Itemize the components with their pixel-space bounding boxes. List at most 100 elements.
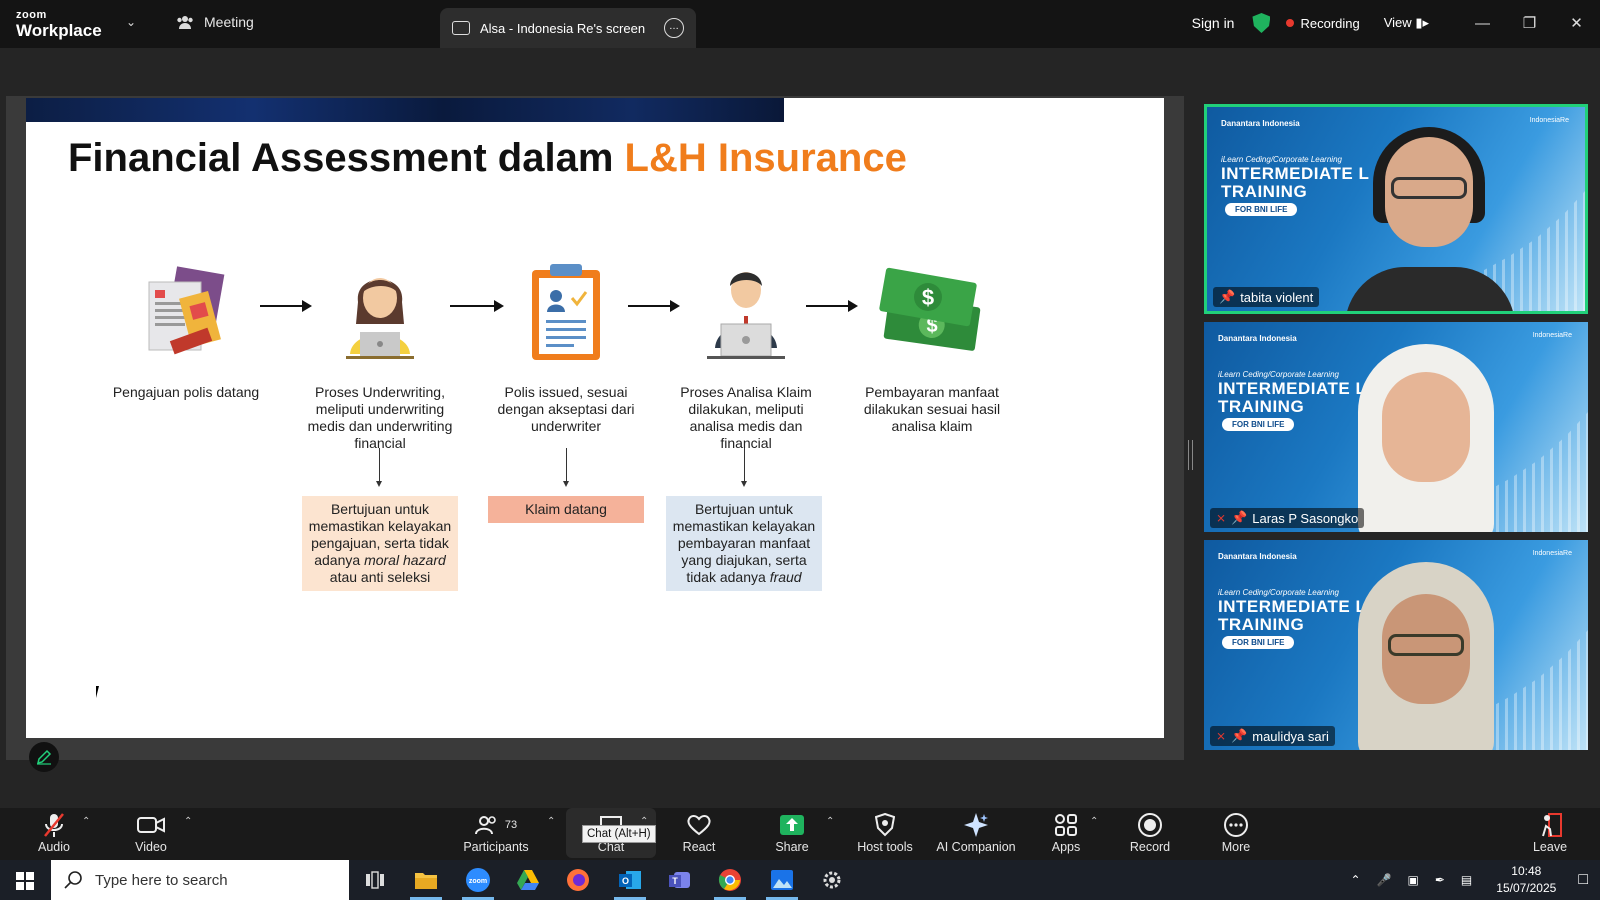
step-caption: Proses Underwriting, meliputi underwriti…: [307, 384, 453, 451]
teams-icon[interactable]: T: [660, 866, 700, 894]
firefox-icon[interactable]: [558, 866, 598, 894]
participant-name-label: 📌 tabita violent: [1213, 287, 1320, 307]
pen-tray-icon[interactable]: ✒: [1434, 873, 1445, 887]
record-button[interactable]: Record: [1110, 808, 1190, 854]
photos-app-icon[interactable]: [762, 866, 802, 900]
share-label: Share: [775, 840, 809, 854]
screen-share-tab[interactable]: Alsa - Indonesia Re's screen …: [440, 8, 696, 48]
host-tools-button[interactable]: Host tools: [845, 808, 925, 854]
meeting-tab[interactable]: Meeting: [176, 14, 254, 30]
clipboard-icon: [486, 262, 646, 362]
more-button[interactable]: More: [1196, 808, 1276, 854]
restore-icon[interactable]: ❐: [1522, 15, 1537, 32]
annotate-button[interactable]: [29, 742, 59, 772]
participant-face: [1382, 372, 1470, 482]
view-menu[interactable]: View ▮▸: [1384, 15, 1429, 31]
more-options-icon[interactable]: …: [664, 18, 684, 38]
participant-face: [1385, 137, 1473, 247]
participants-button[interactable]: 73 Participants: [456, 808, 536, 854]
brand-workplace: Workplace: [16, 21, 102, 40]
chrome-icon[interactable]: [710, 866, 750, 900]
video-button[interactable]: Video: [111, 808, 191, 854]
people-icon: [177, 16, 193, 29]
file-explorer-icon[interactable]: [406, 866, 446, 900]
record-icon: [1110, 810, 1190, 840]
banner-line2: TRAINING: [1221, 182, 1308, 201]
tray-expand-chevron-icon[interactable]: ⌃: [1350, 873, 1361, 887]
record-label: Record: [1129, 840, 1171, 854]
clock-time: 10:48: [1511, 864, 1542, 878]
taskbar-clock[interactable]: 10:48 15/07/2025: [1496, 863, 1556, 897]
share-options-caret-icon[interactable]: ⌃: [826, 816, 835, 827]
chevron-down-icon[interactable]: ⌄: [126, 15, 137, 29]
recording-label: Recording: [1300, 15, 1360, 31]
participants-options-caret-icon[interactable]: ⌃: [547, 816, 556, 827]
audio-label: Audio: [38, 840, 70, 854]
outlook-icon[interactable]: O: [610, 866, 650, 900]
video-tile[interactable]: Danantara Indonesia IndonesiaRe iLearn C…: [1204, 540, 1588, 750]
heart-icon: [659, 810, 739, 840]
google-drive-icon[interactable]: [508, 866, 548, 894]
apps-grid-icon: [1026, 810, 1106, 840]
ai-companion-button[interactable]: AI Companion: [926, 808, 1026, 854]
display-tray-icon[interactable]: ▤: [1460, 873, 1473, 887]
audio-button[interactable]: Audio: [14, 808, 94, 854]
participants-icon-row: 73: [456, 810, 536, 840]
svg-text:$: $: [926, 315, 937, 337]
slide-title-accent: L&H Insurance: [624, 136, 907, 180]
leave-person-icon: [1510, 810, 1590, 840]
zoom-workplace-logo[interactable]: zoom Workplace: [16, 10, 102, 40]
video-options-caret-icon[interactable]: ⌃: [184, 816, 193, 827]
taskbar-search-box[interactable]: Type here to search: [51, 860, 349, 900]
svg-text:T: T: [672, 876, 678, 886]
flow-arrow: [806, 300, 858, 312]
share-button[interactable]: Share: [752, 808, 832, 854]
svg-text:$: $: [922, 285, 934, 310]
process-step-underwriting: Proses Underwriting, meliputi underwriti…: [300, 262, 460, 452]
participant-name-label: ⨯ 📌 maulidya sari: [1210, 726, 1335, 746]
banner-pill: FOR BNI LIFE: [1225, 203, 1298, 216]
panel-resize-handle[interactable]: [1188, 440, 1193, 470]
clock-date: 15/07/2025: [1496, 881, 1557, 895]
step-caption: Pembayaran manfaat dilakukan sesuai hasi…: [863, 384, 1001, 434]
banner-pill: FOR BNI LIFE: [1222, 636, 1295, 649]
video-tile[interactable]: Danantara Indonesia IndonesiaRe iLearn C…: [1204, 322, 1588, 532]
svg-text:zoom: zoom: [469, 878, 487, 885]
screen-capture-tray-icon[interactable]: ▣: [1407, 873, 1419, 887]
process-step-claim-analysis: Proses Analisa Klaim dilakukan, meliputi…: [666, 262, 826, 452]
mic-muted-icon: ⨯: [1216, 729, 1227, 743]
underwriting-purpose-note: Bertujuan untuk memastikan kelayakan pen…: [302, 496, 458, 591]
microphone-tray-icon[interactable]: 🎤: [1376, 873, 1392, 887]
banner-subtitle: iLearn Ceding/Corporate Learning: [1218, 588, 1339, 597]
windows-start-icon[interactable]: [16, 872, 34, 890]
recording-indicator[interactable]: Recording: [1286, 15, 1360, 31]
zoom-app-icon[interactable]: zoom: [458, 866, 498, 900]
apps-options-caret-icon[interactable]: ⌃: [1090, 816, 1099, 827]
host-shield-icon: [845, 810, 925, 840]
task-view-icon[interactable]: [355, 866, 395, 894]
participant-body: [1345, 267, 1515, 311]
chat-options-caret-icon[interactable]: ⌃: [640, 816, 649, 827]
sparkle-icon: [926, 810, 1026, 840]
pin-icon: 📌: [1231, 728, 1248, 743]
mic-muted-icon: ⨯: [1216, 511, 1227, 525]
apps-button[interactable]: Apps: [1026, 808, 1106, 854]
encryption-shield-icon[interactable]: [1252, 13, 1271, 33]
banner-org-right-logo: IndonesiaRe: [1532, 332, 1572, 339]
sign-in-link[interactable]: Sign in: [1191, 15, 1235, 31]
leave-button[interactable]: Leave: [1510, 808, 1590, 854]
notifications-icon[interactable]: □: [1578, 871, 1588, 888]
top-right-controls: Sign in Recording View ▮▸ — ❐ ✕: [1192, 0, 1600, 46]
close-icon[interactable]: ✕: [1570, 15, 1583, 32]
participant-glasses: [1388, 634, 1464, 656]
flow-arrow: [628, 300, 680, 312]
video-tile[interactable]: Danantara Indonesia IndonesiaRe iLearn C…: [1204, 104, 1588, 314]
underwriter-woman-icon: [300, 262, 460, 362]
presentation-slide: Financial Assessment dalam L&H Insurance…: [26, 98, 1164, 738]
step-caption: Pengajuan polis datang: [112, 384, 260, 400]
audio-options-caret-icon[interactable]: ⌃: [82, 816, 91, 827]
participant-video: [1322, 342, 1522, 532]
minimize-icon[interactable]: —: [1475, 14, 1490, 32]
settings-gear-icon[interactable]: [812, 866, 852, 894]
react-button[interactable]: React: [659, 808, 739, 854]
